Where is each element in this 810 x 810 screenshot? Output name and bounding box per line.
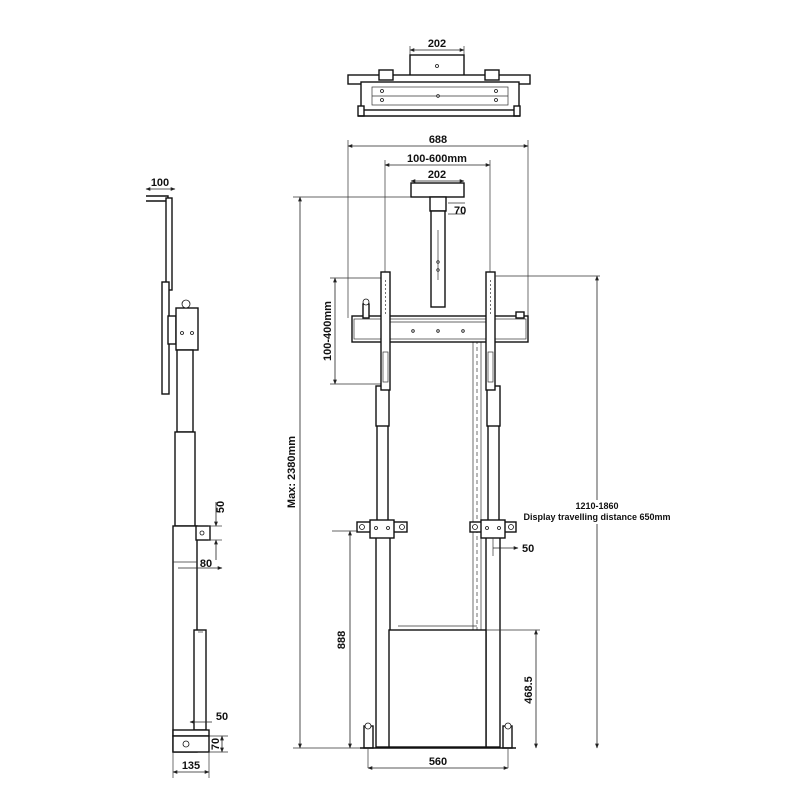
right-clamp bbox=[469, 519, 517, 539]
foot-width-label: 135 bbox=[182, 760, 200, 772]
overall-width-label: 688 bbox=[429, 134, 447, 146]
vesa-horizontal-label: 100-600mm bbox=[407, 153, 467, 165]
top-arm-label: 100 bbox=[151, 177, 169, 189]
clamp-offset-label: 50 bbox=[522, 543, 534, 555]
max-height-label: Max: 2380mm bbox=[286, 436, 298, 508]
base-height-label: 888 bbox=[336, 631, 348, 649]
vesa-vertical-label: 100-400mm bbox=[322, 301, 334, 361]
column-depth-label: 80 bbox=[200, 558, 212, 570]
foot-height-label: 70 bbox=[210, 738, 222, 750]
travel-distance-label: Display travelling distance 650mm bbox=[523, 512, 670, 522]
base-width-label: 560 bbox=[429, 756, 447, 768]
side-view: 100 50 80 50 bbox=[145, 177, 228, 778]
box-height-label: 468.5 bbox=[523, 676, 535, 704]
top-view: 202 bbox=[347, 38, 531, 117]
left-clamp bbox=[356, 519, 408, 539]
lower-gap-label: 50 bbox=[216, 711, 228, 723]
clamp-height-label: 50 bbox=[215, 501, 227, 513]
top-view-width-label: 202 bbox=[428, 38, 446, 50]
height-range-label: 1210-1860 bbox=[575, 501, 618, 511]
head-width-label: 202 bbox=[428, 169, 446, 181]
front-view: 688 100-600mm 202 70 Max: 2380mm 100-400… bbox=[286, 134, 671, 770]
head-height-label: 70 bbox=[454, 205, 466, 217]
